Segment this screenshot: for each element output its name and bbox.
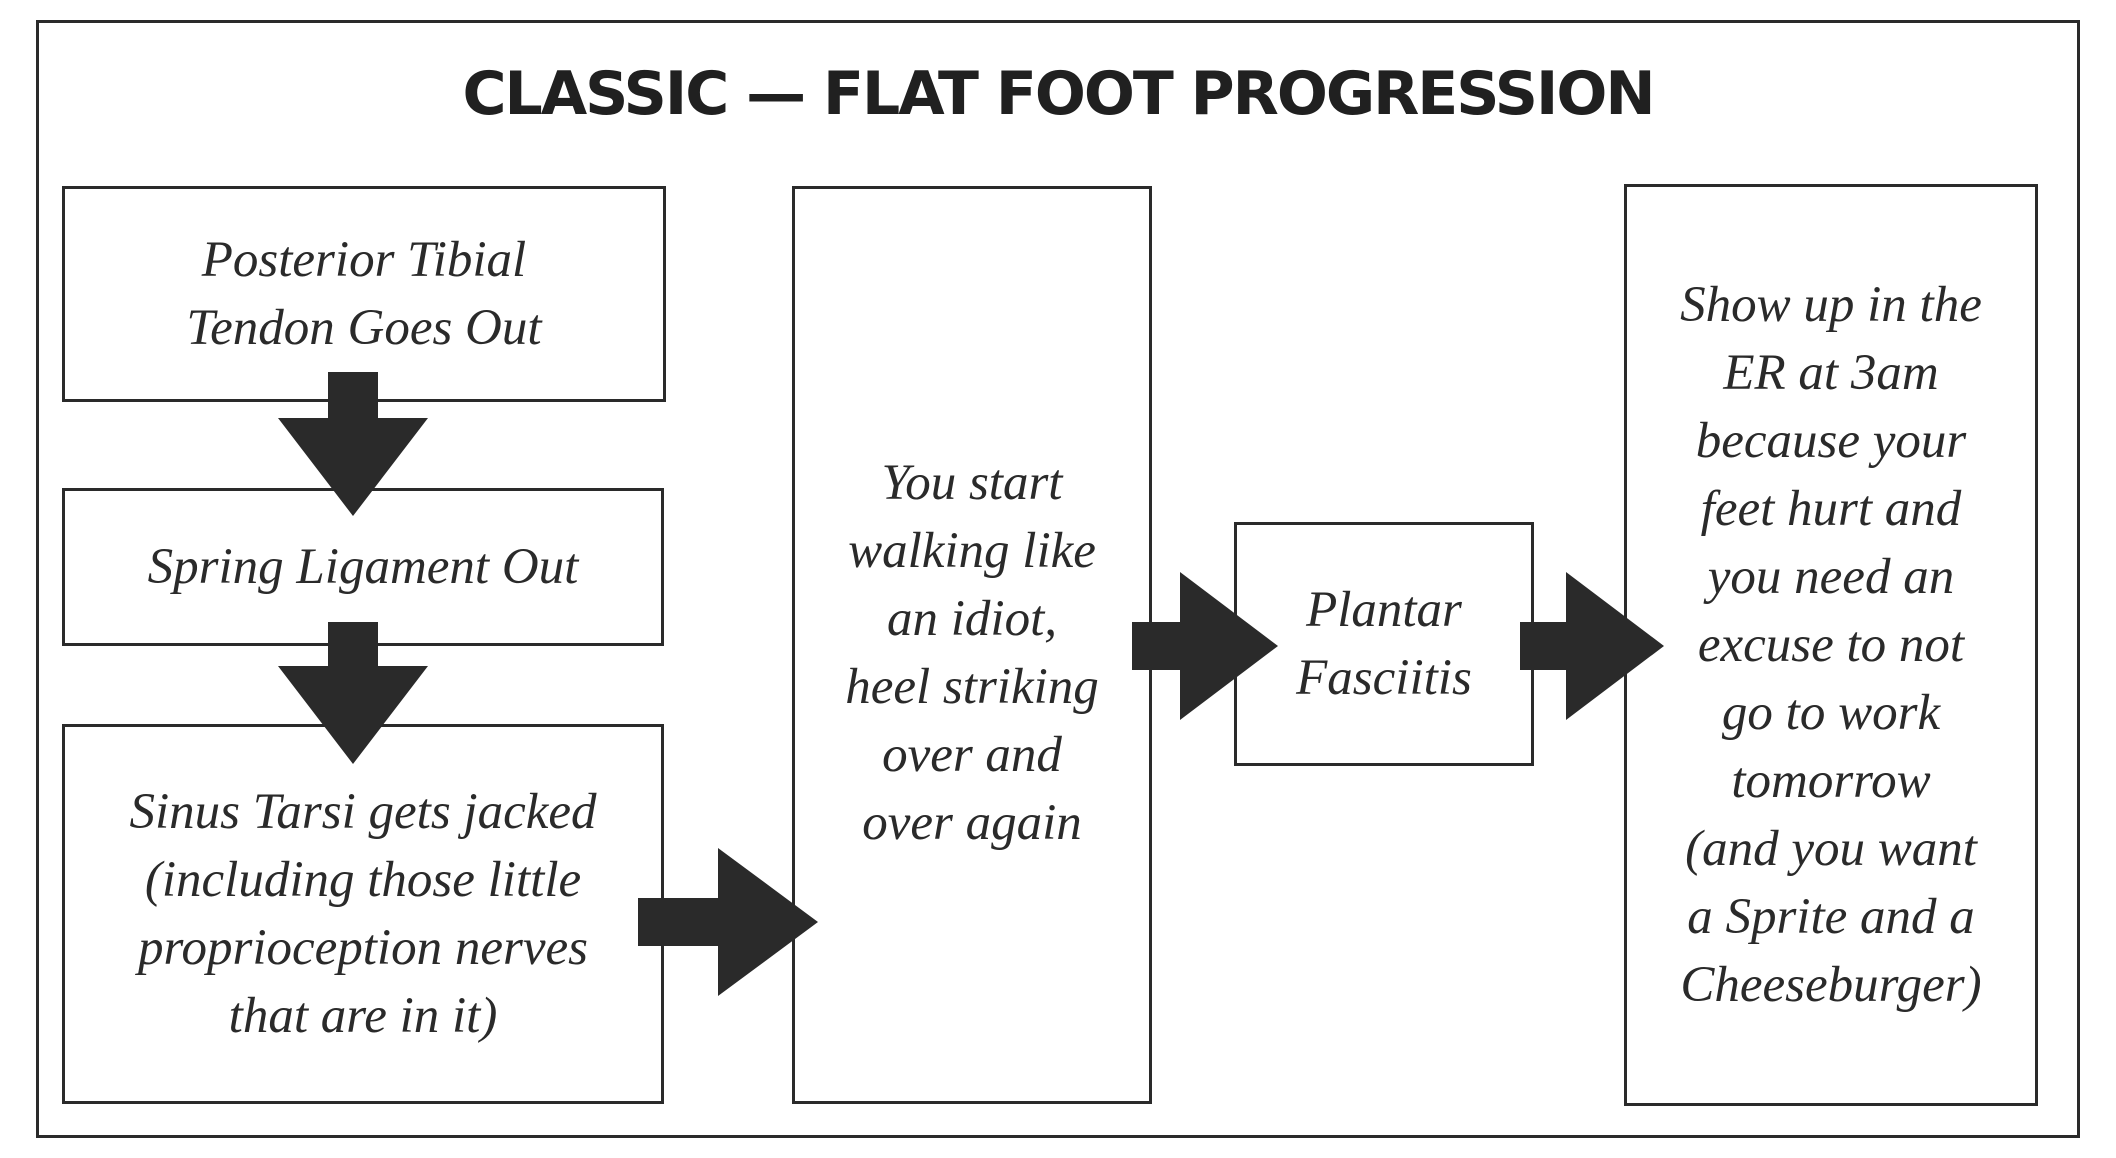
node-er-visit-label: Show up in the ER at 3am because your fe…: [1680, 277, 1982, 1013]
node-walking-label: You start walking like an idiot, heel st…: [845, 455, 1099, 851]
node-walking: You start walking like an idiot, heel st…: [792, 186, 1152, 1104]
node-plantar-fasciitis: Plantar Fasciitis: [1234, 522, 1534, 766]
node-sinus-tarsi-label: Sinus Tarsi gets jacked (including those…: [129, 784, 597, 1044]
node-er-visit: Show up in the ER at 3am because your fe…: [1624, 184, 2038, 1106]
arrow-right-3: [1520, 572, 1664, 720]
node-plantar-fasciitis-label: Plantar Fasciitis: [1296, 582, 1472, 706]
node-spring-ligament-label: Spring Ligament Out: [147, 539, 579, 595]
arrow-right-2: [1132, 572, 1278, 720]
arrow-right-1: [638, 848, 818, 996]
node-posterior-tibial-label: Posterior Tibial Tendon Goes Out: [186, 232, 542, 356]
diagram-title: CLASSIC — FLAT FOOT PROGRESSION: [462, 59, 1655, 129]
node-sinus-tarsi: Sinus Tarsi gets jacked (including those…: [62, 724, 664, 1104]
arrow-down-2: [278, 622, 428, 764]
arrow-down-1: [278, 372, 428, 516]
